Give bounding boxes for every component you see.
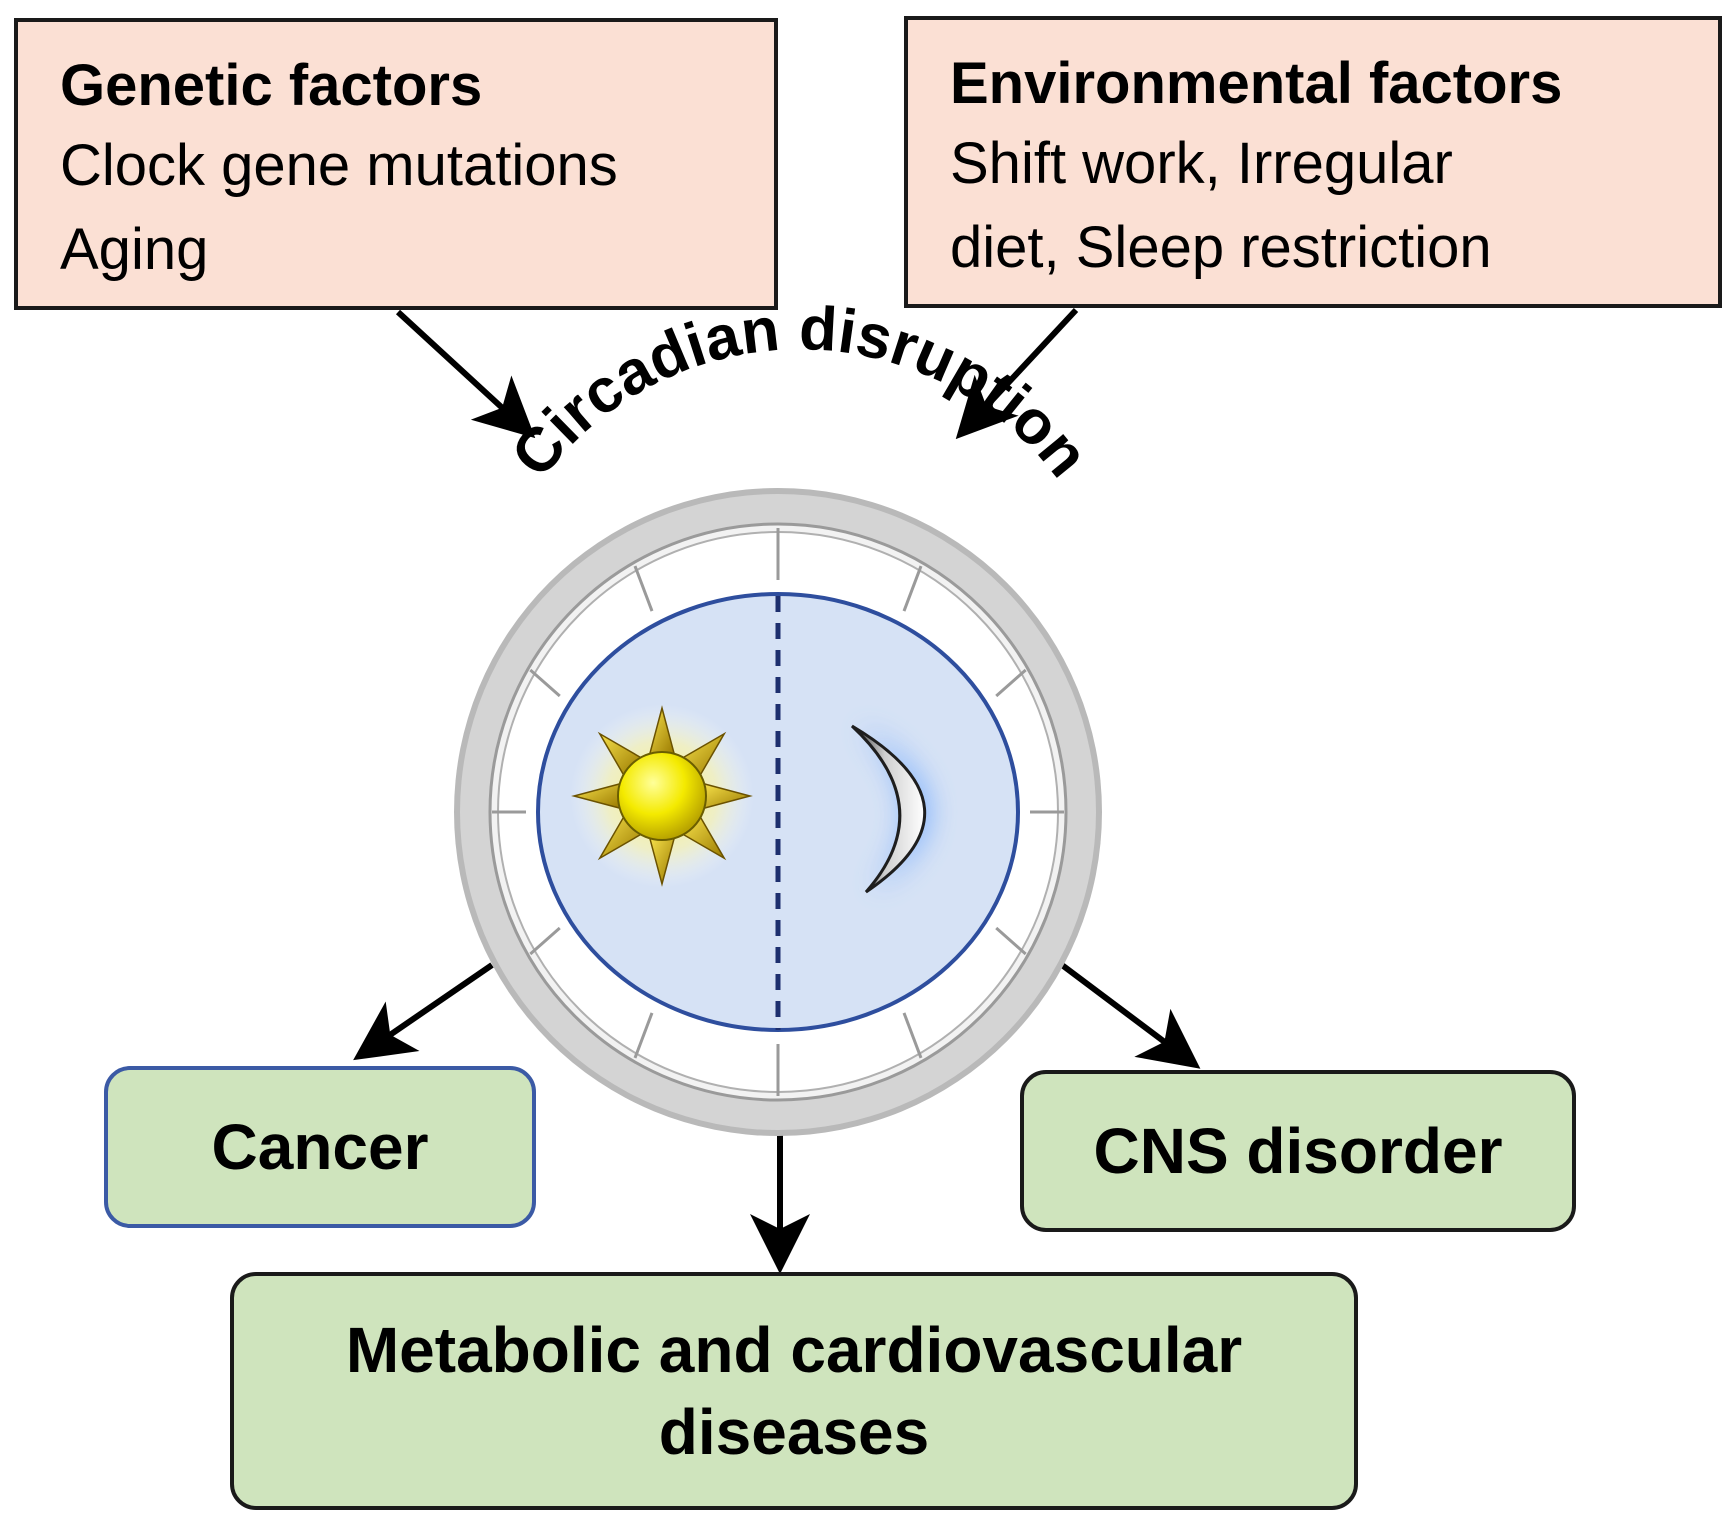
- cancer-label: Cancer: [211, 1111, 429, 1183]
- cns-disorder-box: CNS disorder: [1020, 1070, 1576, 1232]
- genetic-factors-box: Genetic factors Clock gene mutations Agi…: [14, 18, 778, 310]
- moon-icon: [850, 724, 929, 894]
- genetic-factors-title: Genetic factors: [60, 53, 483, 118]
- clock-icon: [454, 488, 1102, 1136]
- circadian-disruption-label: Circadian disruption: [498, 294, 1101, 490]
- metabolic-cardiovascular-box: Metabolic and cardiovascular diseases: [230, 1272, 1358, 1510]
- environmental-factors-line-1: Shift work, Irregular: [950, 131, 1453, 196]
- clock-tick: [995, 668, 1027, 698]
- arrow-environmental-to-clock: [955, 307, 1079, 440]
- cancer-box: Cancer: [104, 1066, 536, 1228]
- arrow-clock-to-cns: [1056, 959, 1201, 1069]
- genetic-factors-line-2: Aging: [60, 217, 209, 282]
- environmental-factors-title: Environmental factors: [950, 51, 1563, 116]
- clock-tick: [995, 926, 1027, 956]
- environmental-factors-line-2: diet, Sleep restriction: [950, 215, 1492, 280]
- arrow-clock-to-cancer: [353, 962, 494, 1061]
- genetic-factors-line-1: Clock gene mutations: [60, 133, 618, 198]
- metabolic-label-line-1: Metabolic and cardiovascular: [345, 1314, 1243, 1386]
- clock-tick: [529, 926, 561, 956]
- metabolic-label-line-2: diseases: [658, 1396, 930, 1468]
- clock-tick: [902, 565, 923, 612]
- clock-tick: [633, 1012, 654, 1059]
- clock-tick: [902, 1012, 923, 1059]
- clock-tick: [633, 565, 654, 612]
- clock-ticks: [492, 528, 1064, 1096]
- sun-icon: [570, 704, 754, 888]
- cns-disorder-label: CNS disorder: [1093, 1115, 1503, 1187]
- arrow-genetic-to-clock: [395, 309, 536, 439]
- clock-tick: [529, 668, 561, 698]
- environmental-factors-box: Environmental factors Shift work, Irregu…: [904, 16, 1722, 308]
